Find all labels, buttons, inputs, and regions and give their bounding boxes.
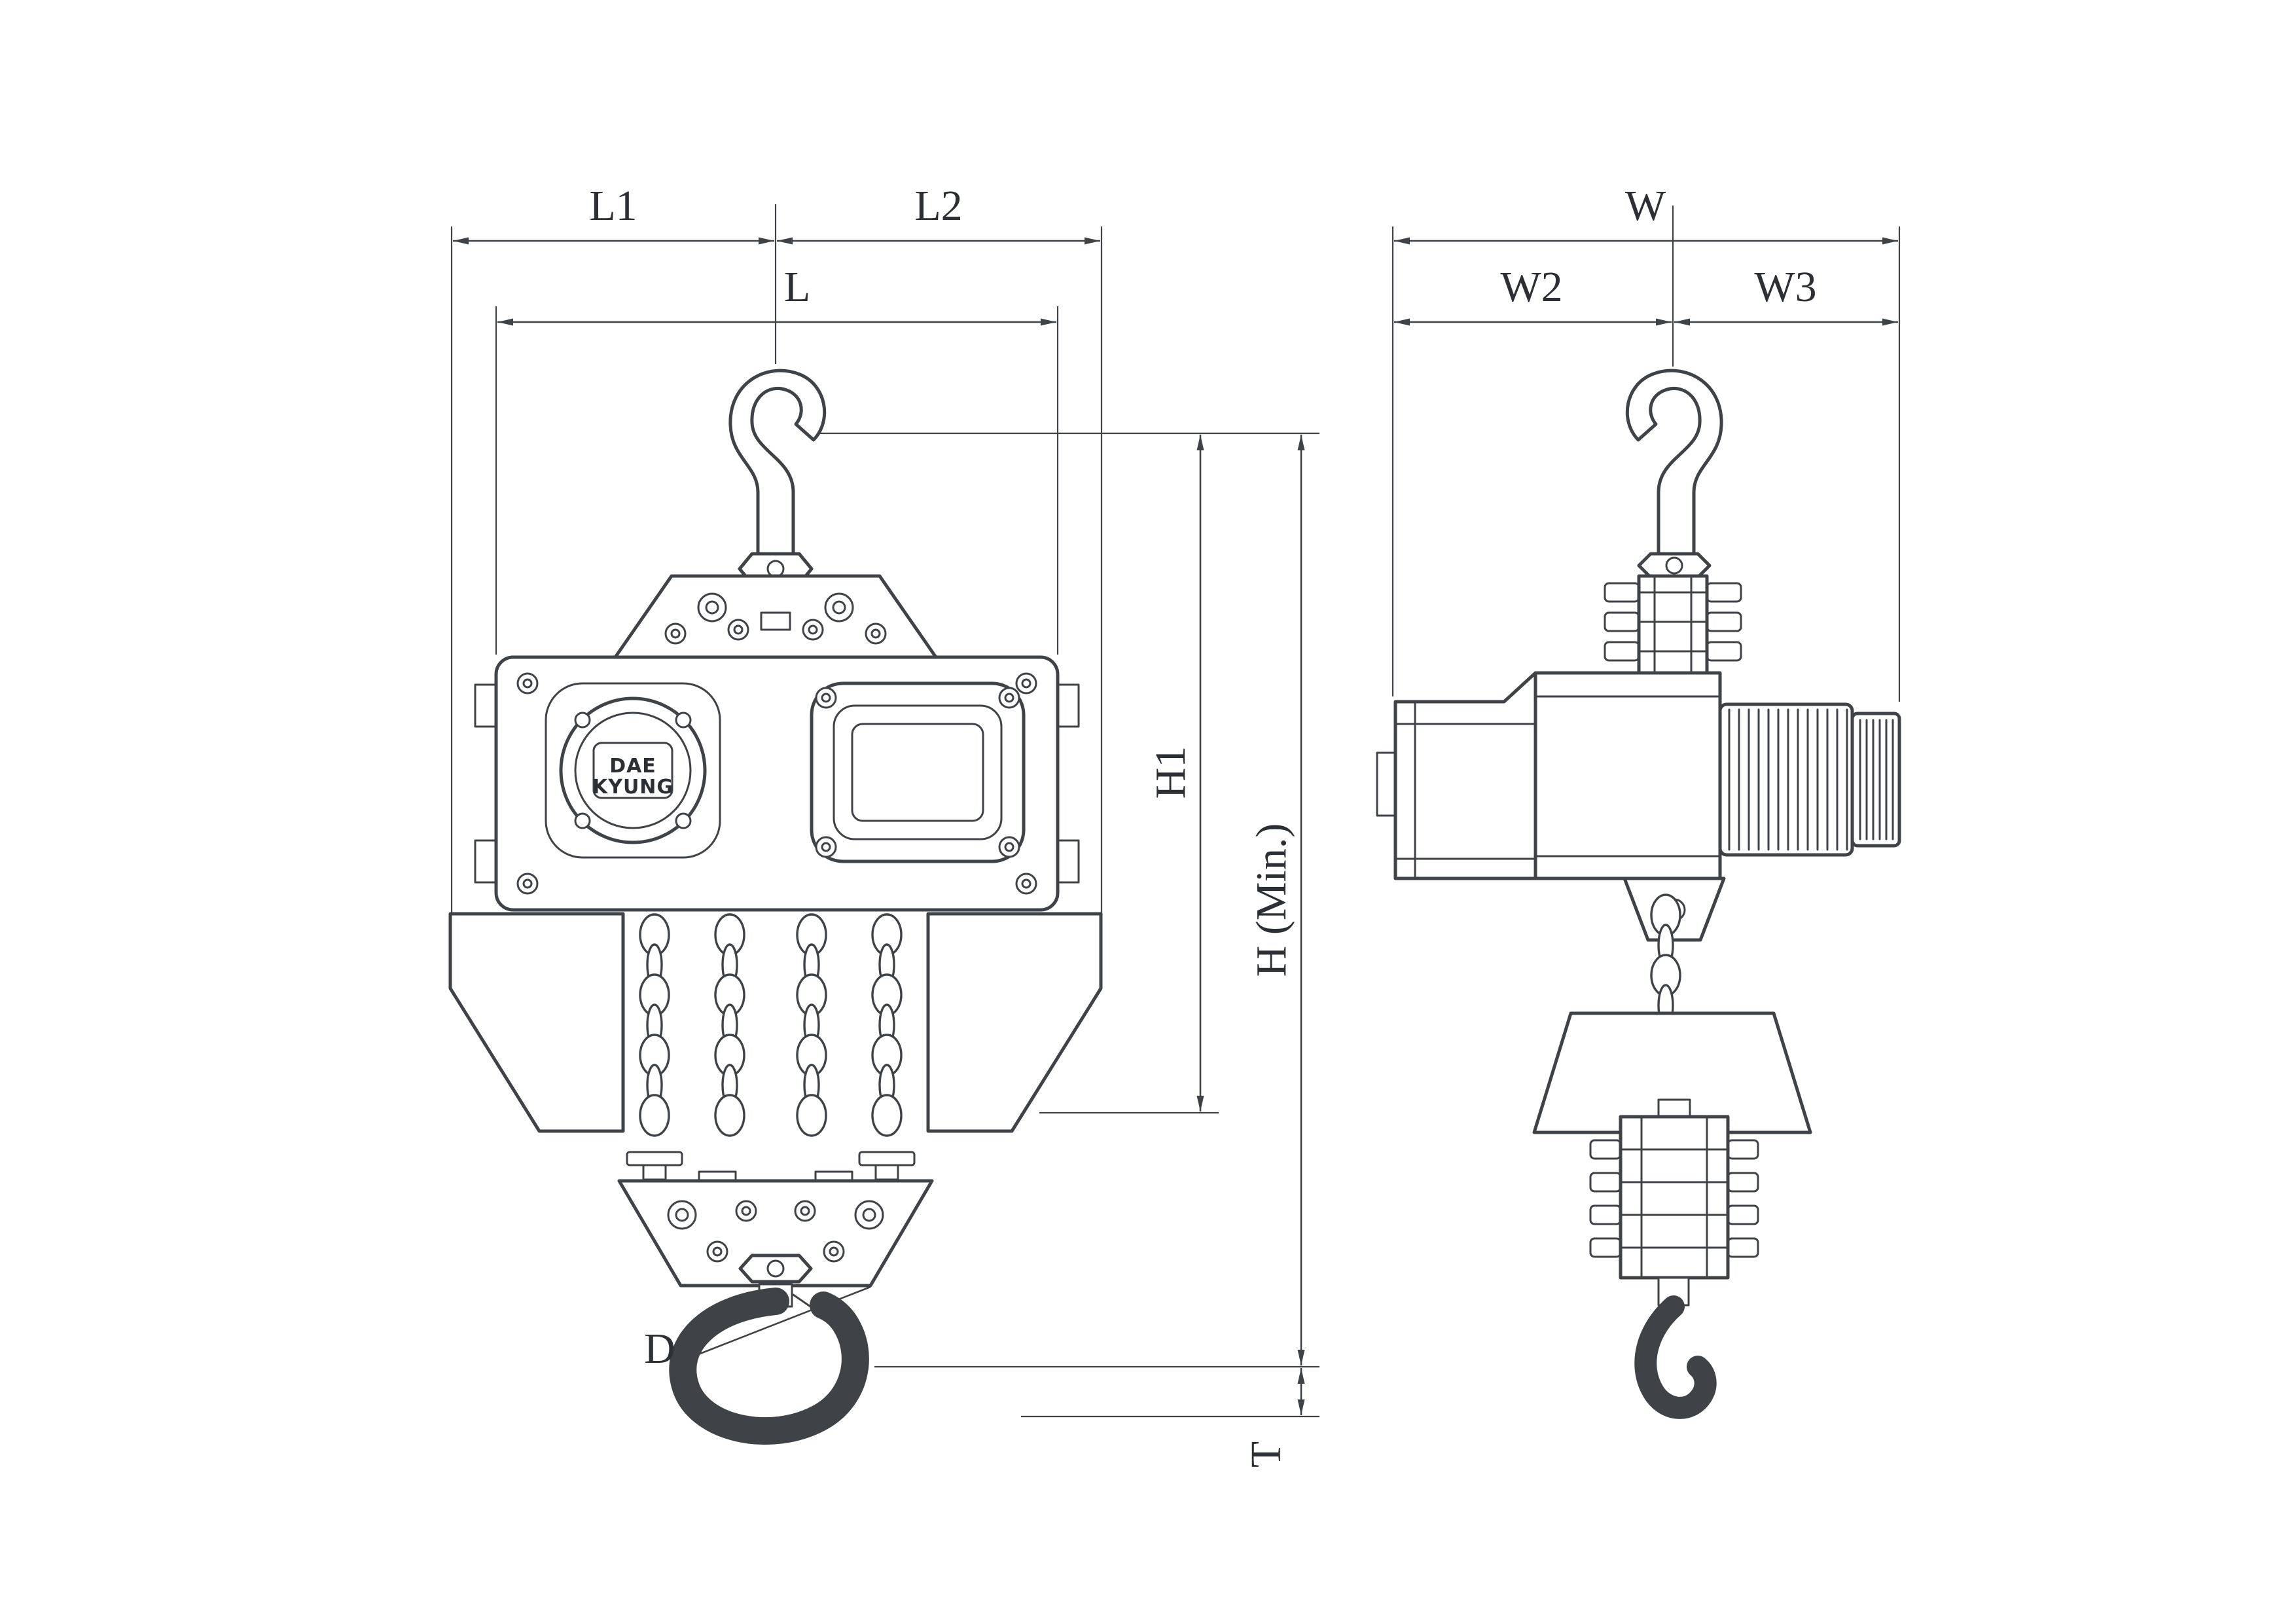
- brand-line2: KYUNG: [592, 776, 673, 799]
- fan-cover-slots: [1859, 719, 1894, 840]
- label-w3: W3: [1754, 263, 1816, 311]
- hook-safety-latch: [792, 1293, 853, 1337]
- top-hook: [730, 370, 825, 586]
- bottom-hook-block: [617, 1170, 934, 1288]
- label-l2: L2: [914, 182, 962, 230]
- brake-cover: DAE KYUNG: [545, 682, 721, 859]
- control-cover: [810, 681, 1026, 863]
- front-dimensions: L1 L2 L H1 H (Min.) T D: [450, 182, 1319, 1468]
- gear-body-side: [1534, 671, 1722, 880]
- leader-line-d: [683, 1286, 871, 1362]
- hoist-body: DAE KYUNG: [474, 655, 1080, 912]
- load-chain-strand: [871, 913, 903, 1137]
- side-view: [1376, 370, 1901, 1419]
- brand-plate: [592, 742, 673, 799]
- front-view: DAE KYUNG: [448, 370, 1103, 1445]
- brake-housing-side: [1376, 671, 1537, 880]
- label-l: L: [784, 263, 810, 311]
- chain-guide-clamp: [760, 611, 791, 631]
- label-h1: H1: [1147, 746, 1194, 799]
- motor-cooling-fins: [1728, 708, 1848, 851]
- brand-line1: DAE: [609, 755, 656, 778]
- label-w2: W2: [1500, 263, 1562, 311]
- label-d: D: [644, 1325, 675, 1373]
- bottom-hook: [669, 1283, 869, 1445]
- chain-bucket-side: [1532, 1011, 1812, 1134]
- top-hook-side: [1627, 370, 1721, 579]
- load-chains: [639, 913, 903, 1137]
- chain-bucket-left: [448, 912, 625, 1133]
- label-t: T: [1242, 1441, 1290, 1468]
- label-l1: L1: [589, 182, 637, 230]
- label-w: W: [1625, 182, 1666, 230]
- label-h-min: H (Min.): [1247, 823, 1295, 977]
- top-suspension-bracket: [613, 574, 938, 659]
- bottom-hook-side: [1634, 1276, 1717, 1419]
- load-chain-strand: [639, 913, 670, 1137]
- chain-containers: [448, 912, 1103, 1133]
- chain-bucket-right: [926, 912, 1103, 1133]
- load-chain-strand: [796, 913, 827, 1137]
- motor-side: [1718, 702, 1901, 857]
- bottom-block-side: [1589, 1098, 1759, 1280]
- side-dimensions: W W2 W3: [1391, 182, 1901, 702]
- chain-anchors: [626, 1151, 916, 1181]
- load-chain-strand: [714, 913, 745, 1137]
